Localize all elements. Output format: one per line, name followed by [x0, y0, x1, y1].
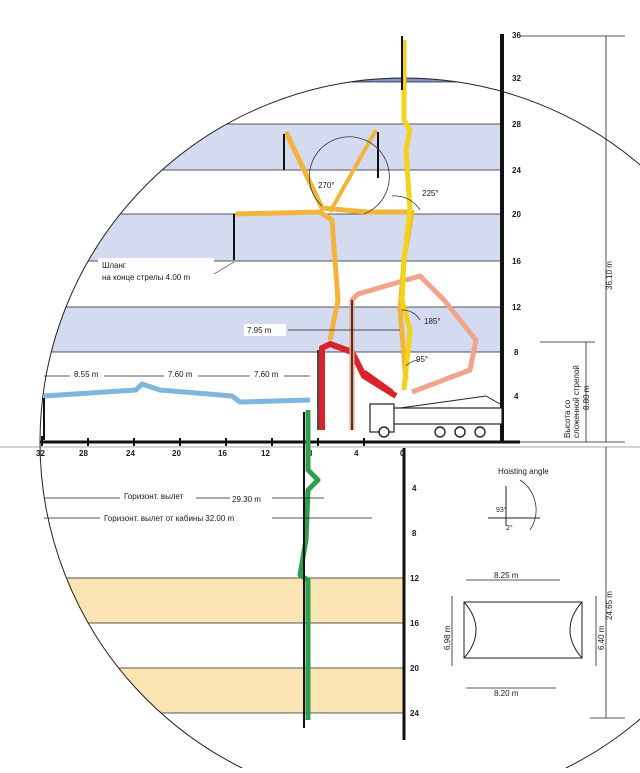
dist-795-label: 7.95 m	[247, 326, 272, 335]
outrig-640: 6.40 m	[597, 625, 606, 650]
boom-red	[319, 341, 398, 430]
truck	[369, 395, 503, 438]
boom-red-section	[362, 369, 394, 395]
tick-4: 4	[514, 392, 519, 401]
tick-20: 20	[512, 210, 521, 219]
hose-label-bg	[98, 258, 214, 284]
svg-text:8.80 m: 8.80 m	[582, 385, 591, 410]
seg-760b-label: 7.60 m	[254, 370, 279, 379]
tick-36: 36	[512, 31, 521, 40]
reach-label: Горизонт. вылет	[124, 492, 184, 501]
right-dimensions	[520, 35, 625, 719]
h-4: 4	[354, 449, 359, 458]
hose-label-1: Шланг	[102, 261, 126, 270]
h-28: 28	[79, 449, 88, 458]
outrig-698: 6.98 m	[443, 625, 452, 650]
h-20: 20	[172, 449, 181, 458]
band-20-16	[40, 214, 500, 261]
depth-16: 16	[410, 619, 419, 628]
svg-text:сложенной стрелой: сложенной стрелой	[572, 365, 581, 438]
boom-orange-270	[235, 209, 341, 341]
depth-axis-labels: 4 8 12 16 20 24	[410, 484, 419, 718]
outrigger-plan: 8.25 m 8.20 m 6.98 m 6.40 m	[443, 571, 606, 698]
boom-green-down	[297, 410, 321, 720]
reach-circle	[39, 77, 640, 773]
arc-95	[405, 359, 419, 367]
angle-270-label: 270°	[318, 181, 335, 190]
arc-270	[308, 136, 390, 215]
reach-cab-label: Горизонт. вылет от кабины 32.00 m	[104, 514, 235, 523]
outrig-820: 8.20 m	[494, 689, 519, 698]
seg-760a-label: 7.60 m	[168, 370, 193, 379]
reach-value: 29.30 m	[232, 495, 261, 504]
depth-12: 12	[410, 574, 419, 583]
hose-label-2: на конце стрелы 4.00 m	[102, 273, 190, 282]
horizontal-axis-labels: 32 28 24 20 16 12 8 4 0	[36, 449, 405, 458]
band-28-24	[40, 124, 500, 170]
boom-orange-arm	[328, 129, 378, 213]
boom-blue-horizontal	[43, 381, 311, 405]
hoisting-title: Hoisting angle	[498, 467, 549, 476]
tick-8: 8	[514, 348, 519, 357]
depth-4: 4	[412, 484, 417, 493]
h-12: 12	[261, 449, 270, 458]
outrig-825: 8.25 m	[494, 571, 519, 580]
tick-24: 24	[512, 166, 521, 175]
tick-12: 12	[512, 303, 521, 312]
tick-28: 28	[512, 120, 521, 129]
hoisting-2: 2°	[506, 524, 513, 532]
arc-185	[401, 309, 421, 321]
boom-salmon	[349, 273, 479, 430]
h-0: 0	[400, 449, 405, 458]
angle-225-label: 225°	[422, 189, 439, 198]
depth-20: 20	[410, 664, 419, 673]
hoisting-angle-inset: Hoisting angle 93° 2°	[488, 467, 549, 532]
tick-16: 16	[512, 257, 521, 266]
band-12-16	[40, 578, 404, 623]
folded-height-label: Высота со	[563, 399, 572, 438]
h-24: 24	[126, 449, 135, 458]
total-depth-label: 24.65 m	[605, 591, 614, 620]
right-axis-labels: 36 32 28 24 20 16 12 8 4	[512, 31, 521, 401]
angle-95-label: 95°	[416, 355, 428, 364]
depth-8: 8	[412, 529, 417, 538]
band-20-24	[40, 668, 404, 713]
band-36-32	[40, 78, 500, 82]
ground-ticks	[41, 436, 365, 446]
total-height-label: 36.10 m	[605, 261, 614, 290]
seg-855-label: 8.55 m	[74, 370, 99, 379]
arc-225	[391, 195, 421, 211]
tick-32: 32	[512, 74, 521, 83]
h-32: 32	[36, 449, 45, 458]
depth-24: 24	[410, 709, 419, 718]
angle-185-label: 185°	[424, 317, 441, 326]
h-16: 16	[218, 449, 227, 458]
boom-yellow-vertical	[399, 40, 413, 391]
hoisting-93: 93°	[496, 506, 507, 514]
